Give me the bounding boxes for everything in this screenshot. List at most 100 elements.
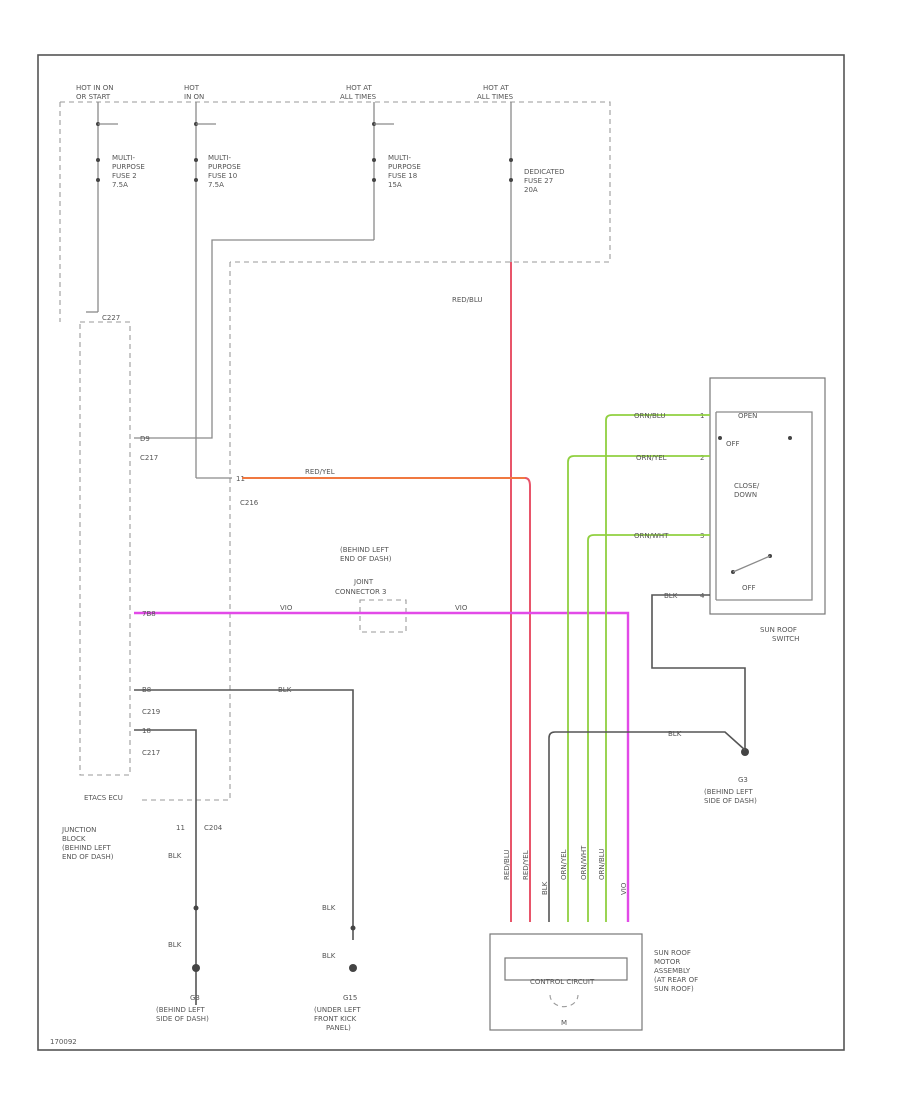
junction-l3: (BEHIND LEFT <box>62 844 111 852</box>
power-src2-l1: HOT <box>184 84 200 92</box>
control-circuit-box <box>504 957 628 981</box>
blk-switch-wire <box>651 594 746 750</box>
blk-g3-low-label: BLK <box>168 941 182 949</box>
blk-g3-wire <box>134 729 197 1005</box>
motor-l4: (AT REAR OF <box>654 976 698 984</box>
fuse1-l3: FUSE 2 <box>112 172 137 180</box>
c217b-label: C217 <box>142 749 160 757</box>
switch-pin-2: 2 <box>700 454 704 462</box>
diagram-frame <box>37 54 845 1051</box>
control-circuit-label: CONTROL CIRCUIT <box>530 978 595 986</box>
switch-off-top-label: OFF <box>726 440 740 448</box>
fuse2-l2: PURPOSE <box>208 163 241 171</box>
switch-inner-wires <box>715 411 813 601</box>
fuse3-node-a <box>372 158 376 162</box>
switch-contact-2 <box>788 436 792 440</box>
fuse4-l2: FUSE 27 <box>524 177 553 185</box>
vio-pin: 7B8 <box>142 610 156 618</box>
blk-g15-low-label: BLK <box>322 952 336 960</box>
g15-l1: (UNDER LEFT <box>314 1006 361 1014</box>
motor-symbol <box>549 994 579 1008</box>
vio-wire <box>134 611 630 922</box>
sunroof-motor-box <box>489 933 643 1031</box>
fuse1-node-b <box>96 178 100 182</box>
g3b-ground-symbol <box>741 748 749 756</box>
motor-pin-1: RED/BLU <box>503 849 511 880</box>
fuse3-l3: FUSE 18 <box>388 172 417 180</box>
c227-label: C227 <box>102 314 120 322</box>
fuse-box-outline <box>60 101 611 263</box>
g3b-l1: (BEHIND LEFT <box>704 788 753 796</box>
fuse2-l3: FUSE 10 <box>208 172 237 180</box>
joint-l4: CONNECTOR 3 <box>335 588 387 596</box>
etacs-label: ETACS ECU <box>84 794 123 802</box>
orn-yel-wire <box>567 455 710 922</box>
fuse1-node-a <box>96 158 100 162</box>
vio-label-2: VIO <box>455 604 468 612</box>
g3-ground-symbol <box>192 964 200 972</box>
power-src3-l1: HOT AT <box>346 84 373 92</box>
fuse1-l1: MULTI- <box>112 154 135 162</box>
fuse4-l3: 20A <box>524 186 538 194</box>
motor-l3: ASSEMBLY <box>654 967 691 975</box>
g3a-l2: SIDE OF DASH) <box>156 1015 209 1023</box>
switch-pin-4: 4 <box>700 592 705 600</box>
joint-l1: (BEHIND LEFT <box>340 546 389 554</box>
orn-blu-wire <box>605 414 710 922</box>
red-yel-label: RED/YEL <box>305 468 335 476</box>
motor-l5: SUN ROOF) <box>654 985 694 993</box>
blk-c204-label: BLK <box>168 852 182 860</box>
red-yel-wire-v <box>524 477 531 922</box>
g3a-name: G3 <box>190 994 200 1002</box>
blk-g15-up-label: BLK <box>322 904 336 912</box>
motor-l2: MOTOR <box>654 958 680 966</box>
blk-main-label: BLK <box>278 686 292 694</box>
switch-close-l1: CLOSE/ <box>734 482 760 490</box>
fuse3-l2: PURPOSE <box>388 163 421 171</box>
g3a-l1: (BEHIND LEFT <box>156 1006 205 1014</box>
power-src3-l2: ALL TIMES <box>340 93 377 101</box>
switch-pin-1: 1 <box>700 412 704 420</box>
junction-l2: BLOCK <box>62 835 86 843</box>
fuse3-to-c217-wire <box>134 239 374 439</box>
blk-motor-wire <box>548 731 746 922</box>
power-src1-l1: HOT IN ON <box>76 84 114 92</box>
g15-l2: FRONT KICK <box>314 1015 357 1023</box>
fuse2-node-b <box>194 178 198 182</box>
c217b-pin: 18 <box>142 727 151 735</box>
fuse1-l4: 7.5A <box>112 181 128 189</box>
switch-off-bottom-label: OFF <box>742 584 756 592</box>
switch-open-label: OPEN <box>738 412 757 420</box>
sunroof-switch-box <box>709 377 826 615</box>
switch-pin-3: 3 <box>700 532 704 540</box>
blk-motor-label: BLK <box>668 730 682 738</box>
joint-l3: JOINT <box>353 578 374 586</box>
c217a-pin: D9 <box>140 435 150 443</box>
motor-pin-7: VIO <box>620 882 628 895</box>
c204-pin: 11 <box>176 824 185 832</box>
fuse2-node-a <box>194 158 198 162</box>
power-src2-l2: IN ON <box>184 93 204 101</box>
fuse1-l2: PURPOSE <box>112 163 145 171</box>
blk-g15-wire <box>134 689 354 940</box>
red-blu-label: RED/BLU <box>452 296 483 304</box>
power-src4-l1: HOT AT <box>483 84 510 92</box>
joint-connector-box <box>359 599 407 633</box>
fuse2-l4: 7.5A <box>208 181 224 189</box>
switch-close-l2: DOWN <box>734 491 757 499</box>
motor-pin-2: RED/YEL <box>522 850 530 880</box>
switch-contact-1 <box>718 436 722 440</box>
motor-pin-4: ORN/YEL <box>560 849 568 880</box>
c219-pin: B8 <box>142 686 151 694</box>
c216-pin: 11 <box>236 475 245 483</box>
fuse4-l1: DEDICATED <box>524 168 565 176</box>
orn-yel-label: ORN/YEL <box>636 454 667 462</box>
c217a-label: C217 <box>140 454 158 462</box>
motor-pin-5: ORN/WHT <box>580 845 588 880</box>
motor-l1: SUN ROOF <box>654 949 691 957</box>
fuse3-l4: 15A <box>388 181 402 189</box>
junction-block-outline <box>140 262 231 801</box>
orn-wht-wire <box>587 534 710 922</box>
